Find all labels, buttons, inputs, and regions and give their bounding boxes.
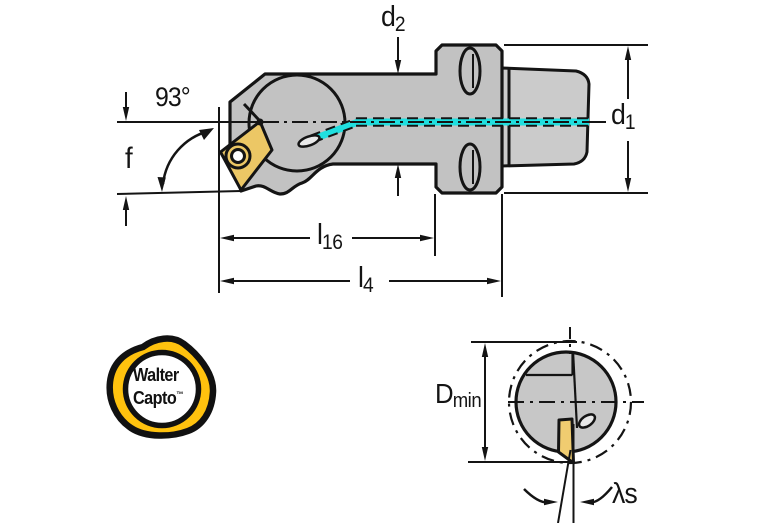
angle-arc-arrow-bottom [157,177,166,192]
capto-taper-body [500,66,591,168]
label-approach-angle: 93° [155,82,191,112]
l16-arrow-left [220,234,234,242]
label-f: f [125,142,133,175]
coolant-border-angled-top [310,117,357,137]
d1-arrow-top [624,46,632,60]
flange-slot-bottom [458,142,482,192]
l16-arrow-right [420,234,434,242]
label-lambda-s: λs [612,478,638,510]
label-l4-base: l [358,262,364,294]
logo-line-walter: Walter [133,365,179,385]
label-l4-sub: 4 [363,273,374,297]
label-d1-sub: 1 [624,110,636,134]
head-seam-line [242,102,261,122]
l4-arrow-right [487,277,501,285]
cutting-tip-dot [256,118,264,126]
dmin-arrow-top [481,343,489,357]
label-l16-sub: 16 [322,230,343,254]
section-insert [557,417,575,465]
label-l4: l4 [358,262,374,296]
label-l16: l16 [317,219,343,253]
label-l16-base: l [317,219,323,251]
logo-ring [122,349,202,429]
angle-arc-arrow-top [199,128,214,140]
flange-slot-top [458,46,482,96]
label-d2-sub: 2 [394,12,406,36]
f-bottom-line [116,190,242,195]
insert-screw-outer [224,142,252,170]
section-outlet-ellipse [577,413,597,429]
main-insert [219,120,274,192]
label-d2: d2 [381,1,406,35]
logo-line-capto: Capto™ [133,385,183,408]
section-pocket-slant [571,350,579,429]
coolant-outlet-ellipse [297,134,321,148]
logo-capto-word: Capto [133,388,177,408]
d1-arrow-bottom [624,178,632,192]
coolant-border-angled-bottom [312,124,359,144]
insert-screw-inner [230,148,246,164]
l4-arrow-left [220,277,234,285]
f-arrow-top-head [122,107,130,121]
lambda-inclination-line [557,449,572,523]
label-dmin-sub: min [452,390,482,413]
label-d1-base: d [611,99,626,131]
logo-wordmark: Walter Capto™ [133,366,183,408]
f-arrow-bottom-head [122,196,130,210]
label-dmin-base: D [435,378,454,409]
lambda-arrow-left [544,498,558,506]
trademark-symbol: ™ [176,390,184,399]
d2-arrow-bottom-head [394,164,402,178]
label-d2-base: d [381,1,396,33]
lambda-arrow-right [580,498,594,506]
angle-arc [161,129,210,185]
d2-arrow-top-head [394,60,402,74]
label-dmin: Dmin [435,378,482,412]
label-d1: d1 [611,99,636,133]
dmin-arrow-bottom [481,447,489,461]
